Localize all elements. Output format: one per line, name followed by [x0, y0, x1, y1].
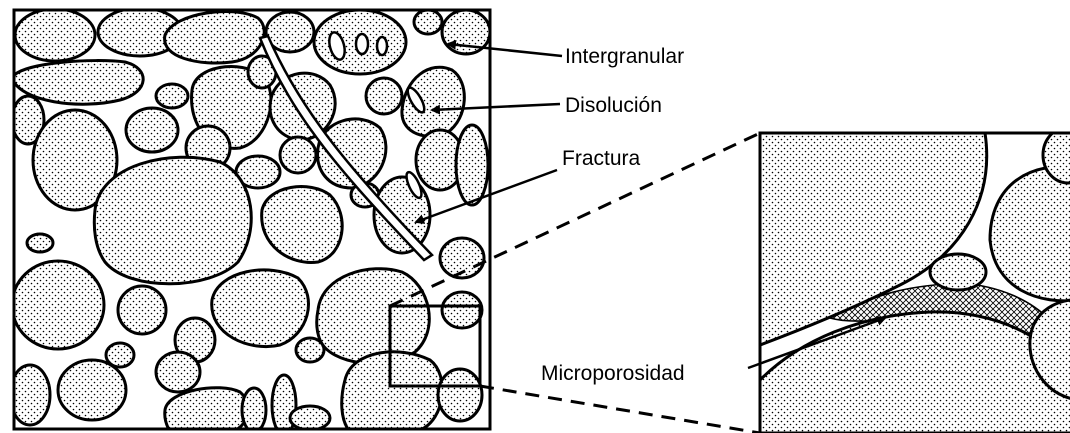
- grain: [27, 234, 53, 252]
- grain: [242, 388, 266, 432]
- grain: [58, 360, 126, 420]
- grain: [165, 388, 248, 432]
- grain: [156, 352, 200, 392]
- grain: [317, 269, 430, 364]
- grain: [126, 108, 178, 152]
- grain: [212, 270, 309, 347]
- label-fracture: Fractura: [562, 147, 641, 170]
- grain: [165, 12, 265, 63]
- grain: [442, 292, 482, 328]
- grain: [94, 157, 251, 284]
- grain: [414, 10, 442, 34]
- grain: [262, 187, 343, 263]
- grain: [280, 137, 316, 173]
- grain: [10, 365, 50, 425]
- grain: [438, 369, 482, 421]
- label-microporosity: Microporosidad: [541, 362, 685, 385]
- zoomed-detail: [760, 127, 1070, 433]
- label-dissolution: Disolución: [565, 94, 662, 117]
- dissolution-pore: [377, 37, 387, 55]
- grain: [15, 9, 95, 61]
- grain: [106, 343, 134, 367]
- grain: [342, 352, 443, 432]
- zoom-grain-small: [930, 254, 986, 290]
- grain: [290, 406, 330, 430]
- grain: [156, 84, 188, 108]
- grain: [118, 286, 166, 334]
- grain: [456, 125, 488, 205]
- grain: [366, 78, 402, 114]
- dissolution-pore: [356, 34, 368, 54]
- grain: [296, 338, 324, 362]
- grain: [12, 261, 104, 349]
- label-intergranular: Intergranular: [565, 45, 684, 68]
- zoom-connector-bottom: [480, 386, 760, 433]
